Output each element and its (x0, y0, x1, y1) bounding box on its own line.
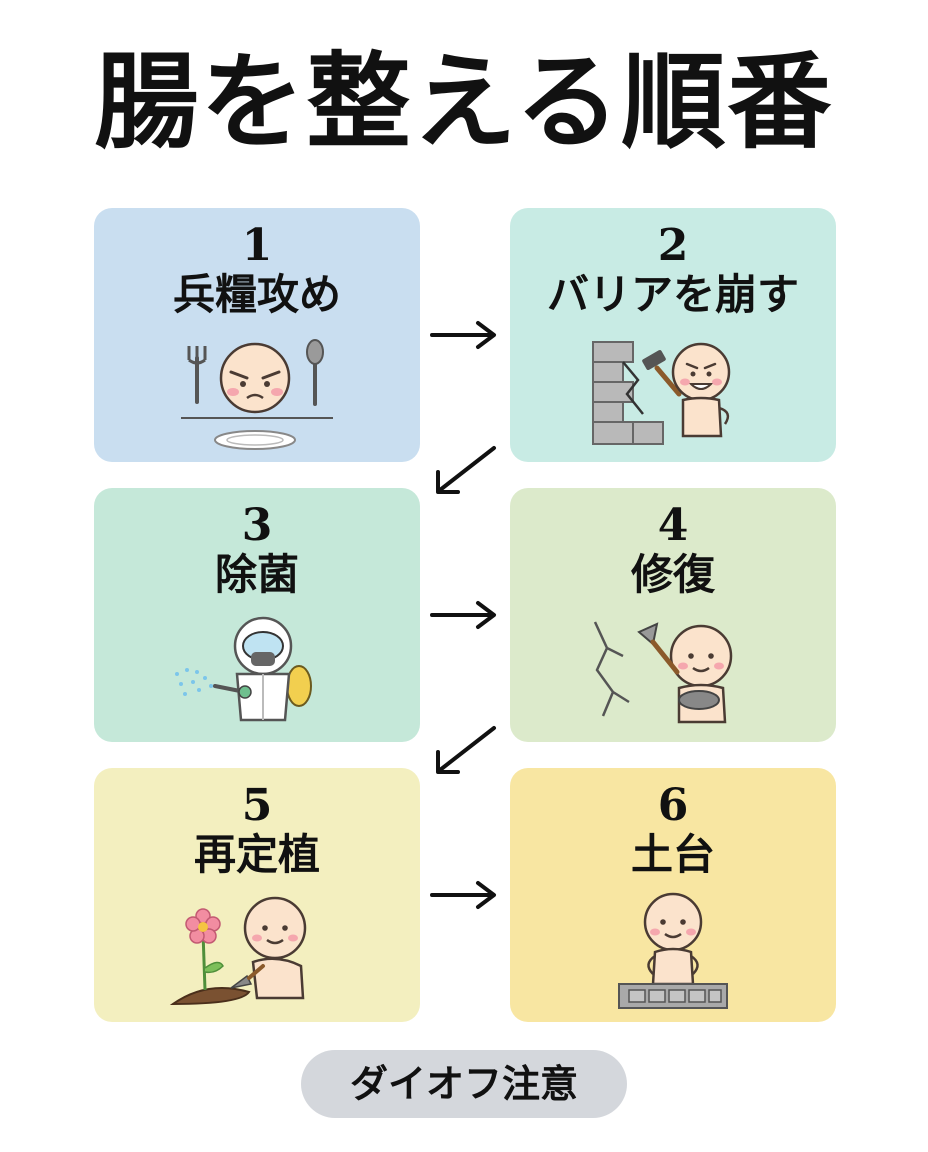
planting-flower-illustration (169, 896, 307, 1006)
repairing-crack-illustration (593, 621, 733, 724)
arrow-right-5-to-6 (430, 881, 496, 909)
step-label: 除菌 (214, 550, 299, 599)
page-title: 腸を整える順番 (94, 40, 834, 163)
step-number: 6 (657, 780, 689, 831)
step-card-1: 1 兵糧攻め (94, 208, 420, 462)
step-label: 土台 (630, 830, 715, 879)
arrow-right-3-to-4 (430, 601, 496, 629)
step-card-5: 5 再定植 (94, 768, 420, 1022)
step-number: 3 (241, 500, 273, 551)
step-card-4: 4 修復 (510, 488, 836, 742)
character-on-foundation-illustration (618, 892, 728, 1009)
breaking-wall-illustration (592, 341, 731, 445)
arrow-down-left-2-to-3 (436, 446, 496, 494)
step-label: 修復 (630, 550, 715, 599)
step-card-2: 2 バリアを崩す (510, 208, 836, 462)
disinfection-worker-illustration (175, 616, 312, 722)
starving-character-illustration (181, 339, 333, 450)
dieoff-warning-badge: ダイオフ注意 (301, 1050, 627, 1118)
step-card-3: 3 除菌 (94, 488, 420, 742)
step-number: 2 (657, 220, 689, 271)
step-label: 兵糧攻め (172, 270, 341, 319)
arrow-down-left-4-to-5 (436, 726, 496, 774)
arrow-right-1-to-2 (430, 321, 496, 349)
step-number: 5 (241, 780, 273, 831)
step-card-6: 6 土台 (510, 768, 836, 1022)
step-label: バリアを崩す (546, 270, 799, 319)
step-label: 再定植 (193, 830, 320, 879)
step-number: 4 (657, 500, 689, 551)
step-number: 1 (241, 220, 273, 271)
